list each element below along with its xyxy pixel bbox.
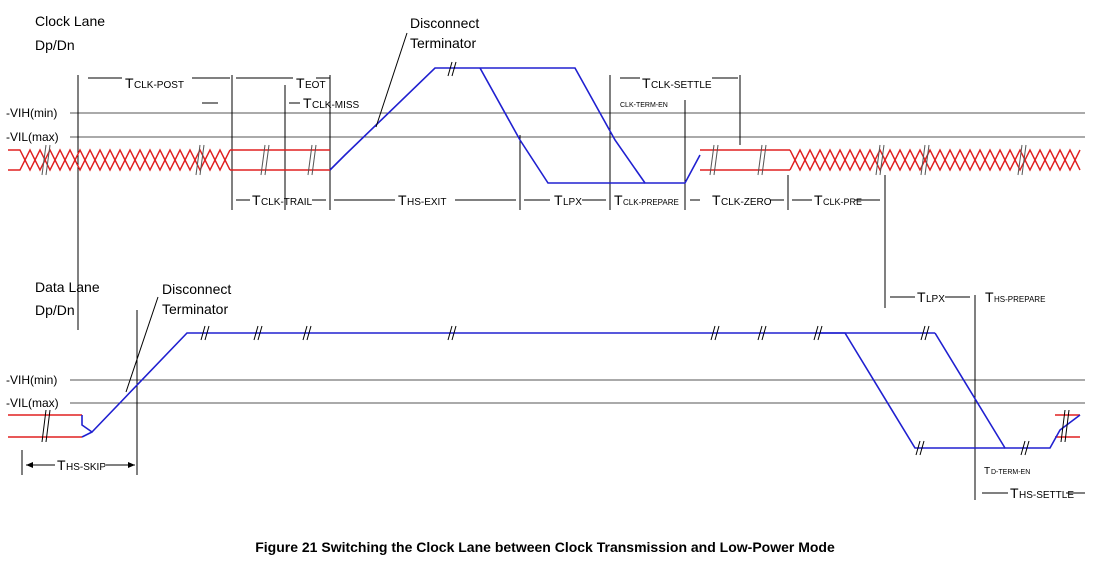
t-lpx-clock-prefix: T (554, 192, 563, 208)
t-clk-pre-label: CLK-PRE (823, 197, 862, 207)
clock-break-marks (41, 144, 1027, 176)
clock-markers (77, 75, 886, 330)
t-clk-miss-label: CLK-MISS (312, 100, 360, 111)
t-clk-settle-prefix: T (642, 75, 651, 91)
data-lane-subtitle: Dp/Dn (35, 302, 75, 318)
t-clk-trail-prefix: T (252, 192, 261, 208)
t-lpx-clock-label: LPX (563, 197, 582, 208)
hs-skip-arrow-right (128, 462, 135, 468)
data-lp-signal (81, 332, 1081, 449)
data-lp-breaks (41, 325, 1070, 456)
clock-hs-data-left (8, 148, 330, 172)
data-vih-label: -VIH(min) (6, 373, 57, 387)
hs-skip-arrow-left (26, 462, 33, 468)
clock-lp-breaks (447, 61, 457, 77)
data-timing-lines (26, 296, 1085, 494)
t-clk-prepare-label: CLK-PREPARE (623, 198, 679, 207)
data-disconnect-line1: Disconnect (162, 281, 231, 297)
clock-hs-data-right (700, 148, 1081, 172)
clock-vih-label: -VIH(min) (6, 106, 57, 120)
t-clk-miss-prefix: T (303, 95, 312, 111)
data-lane-title: Data Lane (35, 279, 100, 295)
clock-disconnect-line1: Disconnect (410, 15, 479, 31)
t-clk-zero-label: CLK-ZERO (721, 197, 772, 208)
t-clk-post-label: CLK-POST (134, 80, 184, 91)
clock-lane-title: Clock Lane (35, 13, 105, 29)
data-disconnect-line2: Terminator (162, 301, 228, 317)
t-clk-term-en-label: CLK-TERM-EN (620, 102, 668, 109)
t-hs-prepare-label: HS-PREPARE (994, 295, 1045, 304)
t-clk-prepare-prefix: T (614, 192, 623, 208)
t-clk-zero-prefix: T (712, 192, 721, 208)
t-clk-trail-label: CLK-TRAIL (261, 197, 313, 208)
data-vil-label: -VIL(max) (6, 396, 59, 410)
t-d-term-en-prefix: T (984, 466, 990, 477)
data-disconnect-pointer (125, 296, 159, 393)
t-hs-exit-prefix: T (398, 192, 407, 208)
clock-vil-label: -VIL(max) (6, 130, 59, 144)
clock-disconnect-line2: Terminator (410, 35, 476, 51)
t-lpx-data-label: LPX (926, 294, 945, 305)
t-hs-skip-label: HS-SKIP (66, 462, 106, 473)
clock-disconnect-pointer (375, 32, 408, 128)
t-lpx-data-prefix: T (917, 289, 926, 305)
t-hs-exit-label: HS-EXIT (407, 197, 446, 208)
data-hs-lines (8, 414, 1080, 438)
clock-lp-signal (329, 67, 701, 184)
t-hs-skip-prefix: T (57, 457, 66, 473)
clock-lane-subtitle: Dp/Dn (35, 37, 75, 53)
t-clk-pre-prefix: T (814, 192, 823, 208)
t-clk-post-prefix: T (125, 75, 134, 91)
t-hs-settle-label: HS-SETTLE (1019, 490, 1074, 501)
t-eot-label: EOT (305, 80, 326, 91)
t-hs-prepare-prefix: T (985, 289, 994, 305)
t-d-term-en-label: D-TERM-EN (991, 469, 1030, 476)
data-markers (21, 295, 976, 500)
t-eot-prefix: T (296, 75, 305, 91)
clock-timing-lines-top (88, 77, 738, 104)
t-clk-settle-label: CLK-SETTLE (651, 80, 712, 91)
figure-caption: Figure 21 Switching the Clock Lane betwe… (255, 539, 835, 555)
t-hs-settle-prefix: T (1010, 485, 1019, 501)
